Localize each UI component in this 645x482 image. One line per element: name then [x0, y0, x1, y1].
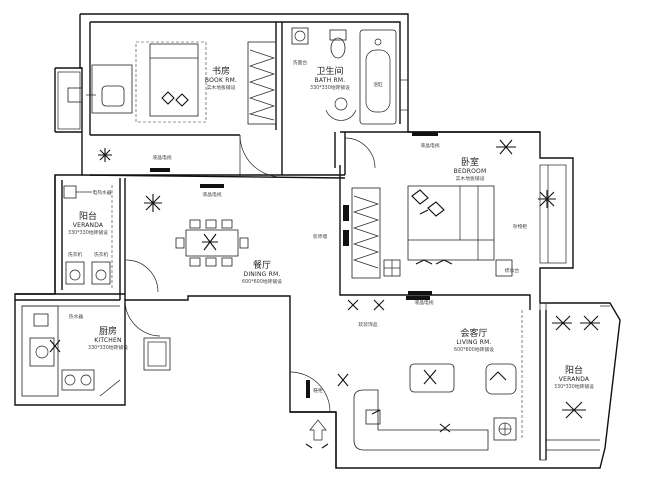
dining-room-floor-note: 600*600地砖铺设 — [242, 278, 282, 285]
tv-label-living: 液晶电视 — [414, 299, 433, 306]
veranda-left: 电热水器 洗衣机 洗衣机 阳台 VERANDA 330*330地砖铺设 — [63, 185, 113, 290]
veranda-left-floor-note: 330*330地砖铺设 — [68, 229, 108, 236]
bedroom-floor-note: 实木地板铺设 — [456, 175, 485, 182]
living-room-en: LIVING RM. — [456, 339, 491, 346]
tv-label-dining: 液晶电视 — [202, 191, 221, 198]
interior-walls — [15, 22, 547, 468]
kitchen-en: KITCHEN — [94, 337, 121, 344]
tv-label-bedroom: 液晶电视 — [420, 142, 439, 149]
plant-icon — [98, 148, 112, 162]
bedroom-title: 卧室 — [461, 156, 479, 168]
book-room-title: 书房 — [212, 65, 230, 77]
dining-room-en: DINING RM. — [244, 271, 281, 278]
book-room: 液晶电视 书房 BOOK RM. 实木地板铺设 — [67, 41, 283, 178]
veranda-right-floor-note: 330*330地砖铺设 — [554, 383, 594, 390]
veranda-right: 阳台 VERANDA 330*330地砖铺设 — [546, 305, 610, 451]
washer-label-1: 洗衣机 — [68, 251, 83, 258]
bath-room: 洗面台 浴缸 卫生间 BATH RM. 330*330地砖铺设 — [291, 27, 397, 169]
bedroom-en: BEDROOM — [454, 168, 487, 175]
washer-label-2: 洗衣机 — [94, 251, 109, 258]
bedroom: 液晶电视 卧室 BEDROOM 实木地板铺设 装饰墙 梳妆台 — [313, 132, 556, 295]
book-room-floor-note: 实木地板铺设 — [207, 84, 236, 91]
utility-label: 电热水器 — [92, 189, 111, 196]
veranda-left-title: 阳台 — [79, 210, 97, 222]
entry-arrow-icon — [305, 419, 329, 449]
shoe-cabinet-label: 鞋柜 — [313, 387, 323, 394]
kitchen-title: 厨房 — [99, 325, 117, 337]
bath-room-floor-note: 330*330地砖铺设 — [310, 84, 350, 91]
bathtub-label: 浴缸 — [373, 81, 383, 88]
living-room-title: 会客厅 — [460, 327, 487, 339]
decor-wall-label: 装饰墙 — [313, 233, 328, 240]
living-room-floor-note: 600*600地砖铺设 — [454, 346, 494, 353]
living-room: 软装饰品 鞋柜 液晶电视 会客厅 LIVING RM. 600*600地砖铺设 — [289, 296, 523, 451]
veranda-right-en: VERANDA — [559, 376, 590, 383]
tv-label-book: 液晶电视 — [152, 154, 171, 161]
windows — [400, 79, 567, 461]
dresser-label: 梳妆台 — [505, 267, 520, 274]
kitchen: 热水器 厨房 KITCHEN 330*330地砖铺设 — [21, 299, 171, 397]
dining-room: 液晶电视 餐厅 DINING RM. 600*600地砖铺设 — [125, 184, 282, 293]
soft-decor-label: 软装饰品 — [358, 321, 377, 328]
bath-room-title: 卫生间 — [316, 65, 343, 77]
dining-room-title: 餐厅 — [253, 259, 271, 271]
veranda-right-title: 阳台 — [565, 364, 583, 376]
water-heater-label: 热水器 — [69, 313, 84, 320]
veranda-left-en: VERANDA — [73, 222, 104, 229]
sundries-label: 杂物柜 — [513, 223, 528, 230]
book-room-en: BOOK RM. — [205, 77, 237, 84]
bath-room-en: BATH RM. — [315, 77, 346, 84]
washbasin-label: 洗面台 — [293, 59, 308, 66]
kitchen-floor-note: 330*330地砖铺设 — [88, 344, 128, 351]
